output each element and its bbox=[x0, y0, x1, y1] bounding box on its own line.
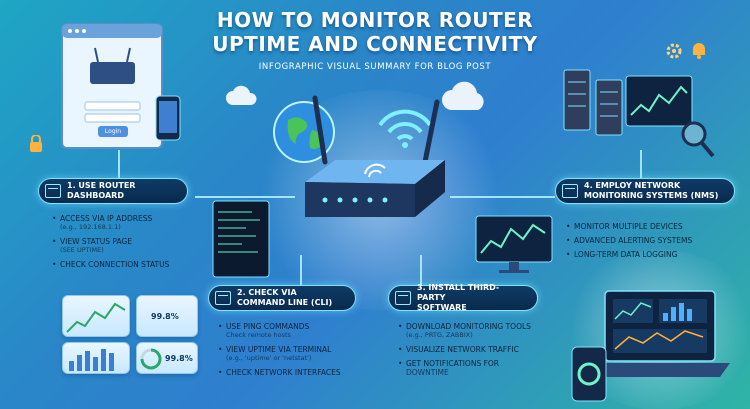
cloud-icon bbox=[225, 85, 259, 111]
list-item: •LONG-TERM DATA LOGGING bbox=[566, 250, 678, 259]
page-title: HOW TO MONITOR ROUTER UPTIME AND CONNECT… bbox=[0, 8, 750, 56]
software-list: •DOWNLOAD MONITORING TOOLS(e.g., PRTG, Z… bbox=[398, 322, 558, 382]
list-item-sub: (e.g., 'uptime' or 'netstat') bbox=[226, 354, 312, 362]
monitor-icon bbox=[395, 291, 411, 305]
monitor-icon bbox=[475, 215, 555, 279]
connector-line bbox=[640, 150, 642, 180]
server-icon bbox=[560, 60, 630, 144]
list-item: •DOWNLOAD MONITORING TOOLS(e.g., PRTG, Z… bbox=[398, 322, 531, 339]
list-item: •VIEW UPTIME VIA TERMINAL(e.g., 'uptime'… bbox=[218, 345, 332, 362]
phone-icon bbox=[155, 95, 181, 145]
list-item: •CHECK CONNECTION STATUS bbox=[52, 260, 170, 269]
list-item-sub: DOWNTIME bbox=[406, 368, 449, 377]
dashboard-list: •ACCESS VIA IP ADDRESS(e.g., 192.168.1.1… bbox=[52, 214, 202, 274]
title-line-1: HOW TO MONITOR ROUTER bbox=[216, 8, 534, 32]
connector-line bbox=[195, 196, 295, 198]
badge-label-line2: COMMAND LINE (CLI) bbox=[237, 298, 333, 307]
dashboard-icon bbox=[562, 184, 578, 198]
magnifier-icon bbox=[680, 120, 716, 164]
nms-list: •MONITOR MULTIPLE DEVICES •ADVANCED ALER… bbox=[566, 222, 741, 264]
list-item-text: CHECK CONNECTION STATUS bbox=[60, 260, 170, 269]
phone-icon bbox=[570, 345, 610, 409]
list-item: •MONITOR MULTIPLE DEVICES bbox=[566, 222, 683, 231]
browser-window: Login bbox=[60, 22, 165, 152]
router-icon bbox=[295, 92, 455, 246]
uptime-chart-panel bbox=[62, 295, 130, 337]
badge-label-line2: SOFTWARE bbox=[417, 303, 467, 312]
list-item: •ADVANCED ALERTING SYSTEMS bbox=[566, 236, 693, 245]
bell-icon bbox=[690, 40, 708, 64]
list-item-sub: (e.g., 192.168.1.1) bbox=[60, 223, 121, 231]
browser-icon bbox=[45, 184, 61, 198]
connector-line bbox=[420, 255, 422, 285]
list-item-text: CHECK NETWORK INTERFACES bbox=[226, 368, 341, 377]
badge-label-line1: 4. EMPLOY NETWORK bbox=[584, 181, 681, 190]
section-badge-cli: 2. CHECK VIA COMMAND LINE (CLI) bbox=[208, 285, 356, 311]
list-item-text: LONG-TERM DATA LOGGING bbox=[574, 250, 678, 259]
page-subtitle: INFOGRAPHIC VISUAL SUMMARY FOR BLOG POST bbox=[258, 62, 492, 72]
badge-label-line2: DASHBOARD bbox=[67, 191, 124, 200]
lock-icon bbox=[28, 134, 44, 157]
terminal-icon bbox=[215, 291, 231, 305]
badge-label-line2: MONITORING SYSTEMS (NMS) bbox=[584, 191, 719, 200]
section-badge-dashboard: 1. USE ROUTER DASHBOARD bbox=[38, 178, 188, 204]
list-item-text: MONITOR MULTIPLE DEVICES bbox=[574, 222, 683, 231]
connector-line bbox=[450, 196, 555, 198]
list-item: •CHECK NETWORK INTERFACES bbox=[218, 368, 341, 377]
title-line-2: UPTIME AND CONNECTIVITY bbox=[212, 32, 538, 56]
gear-icon bbox=[665, 42, 683, 64]
list-item-text: VISUALIZE NETWORK TRAFFIC bbox=[406, 345, 519, 354]
badge-label-line1: 1. USE ROUTER bbox=[67, 181, 136, 190]
chart-icon bbox=[625, 75, 695, 139]
wifi-icon bbox=[375, 100, 435, 154]
section-badge-software: 3. INSTALL THIRD-PARTY SOFTWARE bbox=[388, 283, 538, 312]
connector-line bbox=[300, 255, 302, 285]
list-item-text: VIEW UPTIME VIA TERMINAL bbox=[226, 345, 332, 354]
cloud-icon bbox=[440, 80, 490, 116]
list-item: •VIEW STATUS PAGE(SEE UPTIME) bbox=[52, 237, 132, 254]
uptime-gauge-value: 99.8% bbox=[165, 354, 193, 363]
list-item-sub: (SEE UPTIME) bbox=[60, 246, 104, 254]
connector-line bbox=[118, 150, 120, 180]
list-item-text: VIEW STATUS PAGE bbox=[60, 237, 132, 246]
traffic-chart-panel bbox=[62, 342, 130, 374]
uptime-gauge-panel: 99.8% bbox=[136, 342, 198, 374]
section-badge-nms: 4. EMPLOY NETWORK MONITORING SYSTEMS (NM… bbox=[555, 178, 735, 204]
list-item: •ACCESS VIA IP ADDRESS(e.g., 192.168.1.1… bbox=[52, 214, 153, 231]
list-item-sub: Check remote hosts bbox=[226, 331, 291, 339]
list-item-sub: (e.g., PRTG, ZABBIX) bbox=[406, 331, 473, 339]
uptime-stat-value: 99.8% bbox=[151, 312, 179, 321]
list-item-text: DOWNLOAD MONITORING TOOLS bbox=[406, 322, 531, 331]
badge-label-line1: 2. CHECK VIA bbox=[237, 288, 297, 297]
login-button[interactable]: Login bbox=[104, 128, 122, 135]
uptime-stat-panel: 99.8% bbox=[136, 295, 198, 337]
list-item: •VISUALIZE NETWORK TRAFFIC bbox=[398, 345, 519, 354]
laptop-icon bbox=[585, 285, 735, 404]
list-item-text: ACCESS VIA IP ADDRESS bbox=[60, 214, 153, 223]
list-item-text: USE PING COMMANDS bbox=[226, 322, 310, 331]
terminal-window bbox=[212, 200, 272, 284]
list-item-text: ADVANCED ALERTING SYSTEMS bbox=[574, 236, 693, 245]
badge-label-line1: 3. INSTALL THIRD-PARTY bbox=[417, 283, 500, 302]
list-item-text: GET NOTIFICATIONS FOR bbox=[406, 359, 500, 368]
